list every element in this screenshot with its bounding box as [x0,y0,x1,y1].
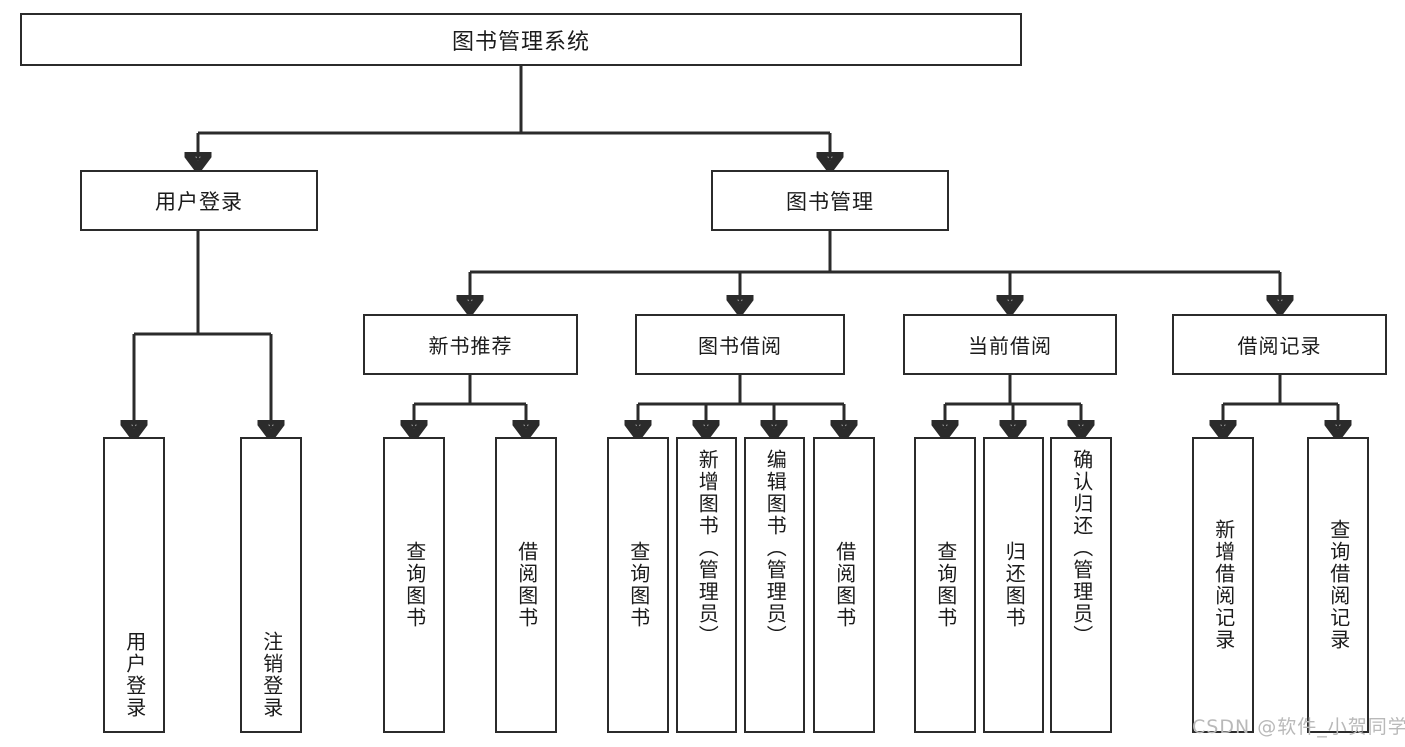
node-label: 当前借阅 [968,334,1052,358]
leaf-logout-login[interactable]: 注销登录 [240,437,302,733]
watermark: CSDN @软件_小贺同学 [1192,716,1405,738]
node-root-book-management-system[interactable]: 图书管理系统 [20,13,1022,66]
node-borrow-record[interactable]: 借阅记录 [1172,314,1387,375]
node-label: 编辑图书（管理员） [763,449,788,647]
leaf-query-book-current[interactable]: 查询图书 [914,437,976,733]
node-label: 新增借阅记录 [1211,519,1236,651]
node-label: 图书管理系统 [451,29,590,55]
leaf-query-book-recommend[interactable]: 查询图书 [383,437,445,733]
node-label: 查询图书 [402,541,427,629]
node-user-login[interactable]: 用户登录 [80,170,318,231]
node-label: 查询图书 [626,541,651,629]
node-label: 图书管理 [786,189,874,214]
node-label: 查询图书 [933,541,958,629]
node-label: 借阅图书 [514,541,539,629]
node-label: 注销登录 [259,631,284,719]
node-current-borrow[interactable]: 当前借阅 [903,314,1117,375]
node-label: 新书推荐 [428,334,513,358]
leaf-edit-book-admin[interactable]: 编辑图书（管理员） [744,437,805,733]
leaf-add-borrow-record[interactable]: 新增借阅记录 [1192,437,1254,733]
leaf-borrow-book[interactable]: 借阅图书 [813,437,875,733]
node-label: 新增图书（管理员） [695,449,720,647]
node-label: 确认归还（管理员） [1069,449,1094,647]
node-label: 归还图书 [1002,541,1027,629]
node-label: 查询借阅记录 [1326,519,1351,651]
node-label: 用户登录 [155,189,243,214]
node-book-management[interactable]: 图书管理 [711,170,949,231]
leaf-return-book[interactable]: 归还图书 [983,437,1044,733]
leaf-query-book-borrow[interactable]: 查询图书 [607,437,669,733]
leaf-add-book-admin[interactable]: 新增图书（管理员） [676,437,737,733]
leaf-borrow-book-recommend[interactable]: 借阅图书 [495,437,557,733]
leaf-user-login[interactable]: 用户登录 [103,437,165,733]
leaf-query-borrow-record[interactable]: 查询借阅记录 [1307,437,1369,733]
node-label: 图书借阅 [698,334,782,358]
node-label: 借阅图书 [832,541,857,629]
leaf-confirm-return-admin[interactable]: 确认归还（管理员） [1050,437,1112,733]
node-label: 借阅记录 [1237,334,1322,358]
node-new-book-recommend[interactable]: 新书推荐 [363,314,578,375]
node-book-borrow[interactable]: 图书借阅 [635,314,845,375]
node-label: 用户登录 [122,631,147,719]
